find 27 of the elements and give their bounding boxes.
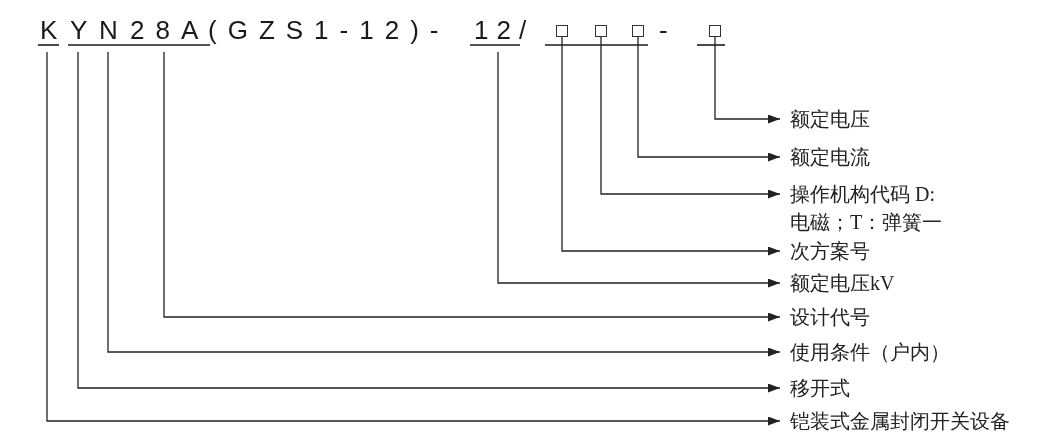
description-label: 额定电流 (780, 143, 870, 171)
description-label: 移开式 (780, 374, 850, 402)
code-label: Y (66, 14, 92, 52)
description-label: 额定电压kV (780, 269, 895, 297)
blank-field (556, 25, 568, 37)
leader-arrow (637, 36, 781, 162)
description-label: 设计代号 (780, 303, 870, 331)
blank-field (709, 25, 721, 37)
description-label: 操作机构代码 D:电磁；T：弹簧一 (780, 180, 947, 236)
blank-field (632, 25, 644, 37)
leader-arrow (163, 51, 781, 322)
leader-arrow (561, 36, 781, 256)
description-label: 次方案号 (780, 237, 870, 265)
leader-arrow (600, 36, 781, 199)
code-label: N (95, 14, 121, 52)
code-text: / (519, 14, 538, 46)
description-label: 铠装式金属封闭开关设备 (780, 407, 1010, 435)
leader-arrow (714, 36, 781, 124)
description-label: 使用条件（户内） (780, 338, 950, 366)
code-label: K (36, 14, 62, 52)
code-label: 28A (124, 14, 206, 52)
blank-field (595, 25, 607, 37)
leader-arrow (497, 51, 781, 288)
description-label: 额定电压 (780, 105, 870, 133)
code-label: 12 (468, 14, 518, 52)
code-text: - (659, 14, 679, 46)
code-text: (GZS1-12)- (208, 14, 450, 46)
